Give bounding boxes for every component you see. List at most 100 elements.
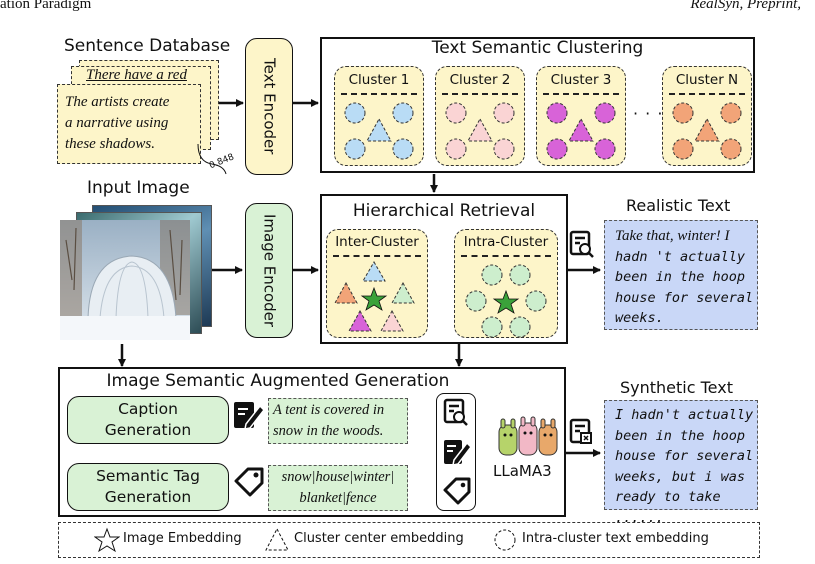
image-encoder-label: Image Encoder bbox=[260, 213, 279, 328]
sentence-line-2: a narrative using bbox=[65, 115, 169, 131]
cluster-panel-2: Cluster 2 bbox=[435, 66, 525, 166]
text-embedding-circle bbox=[392, 102, 414, 124]
synthetic-document-icon bbox=[569, 418, 592, 444]
cluster-label: Cluster N bbox=[675, 72, 739, 88]
document-search-icon bbox=[569, 230, 594, 258]
realistic-line-4: house for several bbox=[615, 289, 754, 306]
cluster-shapes bbox=[672, 102, 742, 160]
caption-generation-block: Caption Generation bbox=[67, 396, 229, 444]
cluster-panel-4: Cluster N bbox=[662, 66, 752, 166]
score-brace bbox=[197, 143, 227, 175]
realistic-text-box: Take that, winter! I hadn 't actually be… bbox=[604, 220, 758, 330]
inter-cluster-label: Inter-Cluster bbox=[335, 234, 419, 250]
cluster-label: Cluster 3 bbox=[550, 72, 612, 88]
legend-circle-icon bbox=[494, 529, 516, 551]
synthetic-text-title: Synthetic Text bbox=[620, 378, 733, 397]
stack-document-search-icon bbox=[443, 398, 468, 426]
synthetic-line-5: ready to take ...... bbox=[615, 489, 721, 526]
cluster-divider bbox=[669, 93, 745, 95]
running-header-left: ation Paradigm bbox=[0, 0, 92, 12]
text-embedding-circle bbox=[594, 138, 616, 160]
cluster-ellipsis: · · · bbox=[633, 104, 664, 123]
legend-triangle-icon bbox=[265, 527, 289, 551]
edit-note-icon bbox=[234, 402, 265, 430]
sentence-database-title: Sentence Database bbox=[64, 36, 231, 56]
cluster-center-triangle bbox=[568, 117, 594, 142]
synthetic-line-1: I hadn't actually bbox=[615, 407, 754, 423]
text-embedding-circle bbox=[392, 138, 414, 160]
input-image-photo bbox=[60, 220, 190, 340]
tag-generation-line-2: Generation bbox=[104, 488, 192, 506]
stack-tag-icon bbox=[443, 477, 471, 505]
text-embedding-circle bbox=[344, 102, 366, 124]
tag-icon bbox=[234, 467, 264, 497]
caption-text-line-1: A tent is covered in bbox=[273, 402, 385, 418]
text-embedding-circle bbox=[594, 102, 616, 124]
inter-triangle-light-pink bbox=[380, 309, 404, 332]
cluster-center-triangle bbox=[694, 117, 720, 142]
tag-text-box: snow|house|winter| blanket|fence bbox=[268, 465, 408, 511]
intra-cluster-panel: Intra-Cluster bbox=[454, 229, 558, 338]
cluster-label: Cluster 1 bbox=[348, 72, 410, 88]
inter-triangle-orange bbox=[334, 281, 358, 304]
text-embedding-circle bbox=[720, 102, 742, 124]
text-embedding-circle bbox=[445, 138, 467, 160]
input-image-title: Input Image bbox=[87, 178, 190, 198]
intra-star bbox=[492, 289, 520, 314]
text-embedding-circle bbox=[720, 138, 742, 160]
text-encoder-label: Text Encoder bbox=[260, 58, 279, 155]
text-embedding-circle bbox=[672, 138, 694, 160]
tag-text-line-1: snow|house|winter| bbox=[281, 469, 395, 485]
caption-generation-line-1: Caption bbox=[118, 400, 178, 418]
semantic-tag-generation-block: Semantic Tag Generation bbox=[67, 463, 229, 511]
realistic-text-title: Realistic Text bbox=[626, 196, 731, 215]
legend-cluster-center: Cluster center embedding bbox=[294, 531, 464, 546]
cluster-panel-1: Cluster 1 bbox=[334, 66, 424, 166]
cluster-divider bbox=[442, 93, 518, 95]
inter-cluster-divider bbox=[333, 255, 421, 257]
synthetic-text-box: I hadn't actually been in the hoop house… bbox=[604, 400, 758, 526]
llm-label: LLaMA3 bbox=[493, 462, 552, 480]
cluster-divider bbox=[341, 93, 417, 95]
text-embedding-circle bbox=[493, 102, 515, 124]
legend-intra-cluster: Intra-cluster text embedding bbox=[522, 531, 709, 546]
cluster-shapes bbox=[445, 102, 515, 160]
intra-cluster-divider bbox=[461, 255, 551, 257]
cluster-label: Cluster 2 bbox=[449, 72, 511, 88]
intra-cluster-label: Intra-Cluster bbox=[463, 234, 549, 250]
image-encoder-block: Image Encoder bbox=[245, 203, 293, 338]
cluster-center-triangle bbox=[467, 117, 493, 142]
legend-star-icon bbox=[94, 527, 120, 553]
caption-text-box: A tent is covered in snow in the woods. bbox=[268, 398, 408, 444]
text-embedding-circle bbox=[493, 138, 515, 160]
retrieval-title: Hierarchical Retrieval bbox=[352, 201, 536, 221]
llama-mascots-icon bbox=[498, 416, 558, 456]
text-embedding-circle bbox=[445, 102, 467, 124]
realistic-line-1: Take that, winter! I bbox=[615, 228, 730, 244]
text-embedding-circle bbox=[546, 102, 568, 124]
caption-generation-line-2: Generation bbox=[104, 421, 192, 439]
cluster-center-triangle bbox=[366, 117, 392, 142]
legend-box bbox=[58, 522, 760, 558]
image-embedding-star bbox=[360, 286, 388, 311]
cluster-divider bbox=[543, 93, 619, 95]
cluster-panel-3: Cluster 3 bbox=[536, 66, 626, 166]
text-embedding-circle bbox=[672, 102, 694, 124]
inter-cluster-panel: Inter-Cluster bbox=[326, 229, 428, 338]
caption-text-line-2: snow in the woods. bbox=[273, 423, 384, 439]
synthetic-line-4: weeks, but i was bbox=[615, 468, 746, 485]
inter-triangle-blue bbox=[362, 261, 386, 282]
realistic-line-2: hadn 't actually bbox=[615, 248, 746, 265]
text-embedding-circle bbox=[546, 138, 568, 160]
sentence-card-back-text: There have a red bbox=[86, 67, 187, 83]
text-embedding-circle bbox=[344, 138, 366, 160]
sentence-line-1: The artists create bbox=[65, 94, 170, 110]
sentence-line-3: these shadows. bbox=[65, 136, 155, 152]
tag-generation-line-1: Semantic Tag bbox=[96, 467, 200, 485]
text-clustering-title: Text Semantic Clustering bbox=[431, 38, 644, 58]
intra-cluster-shapes bbox=[465, 264, 547, 338]
running-header-right: RealSyn, Preprint, bbox=[690, 0, 801, 12]
inter-cluster-shapes bbox=[334, 261, 415, 332]
synthetic-line-2: been in the hoop bbox=[615, 427, 746, 444]
